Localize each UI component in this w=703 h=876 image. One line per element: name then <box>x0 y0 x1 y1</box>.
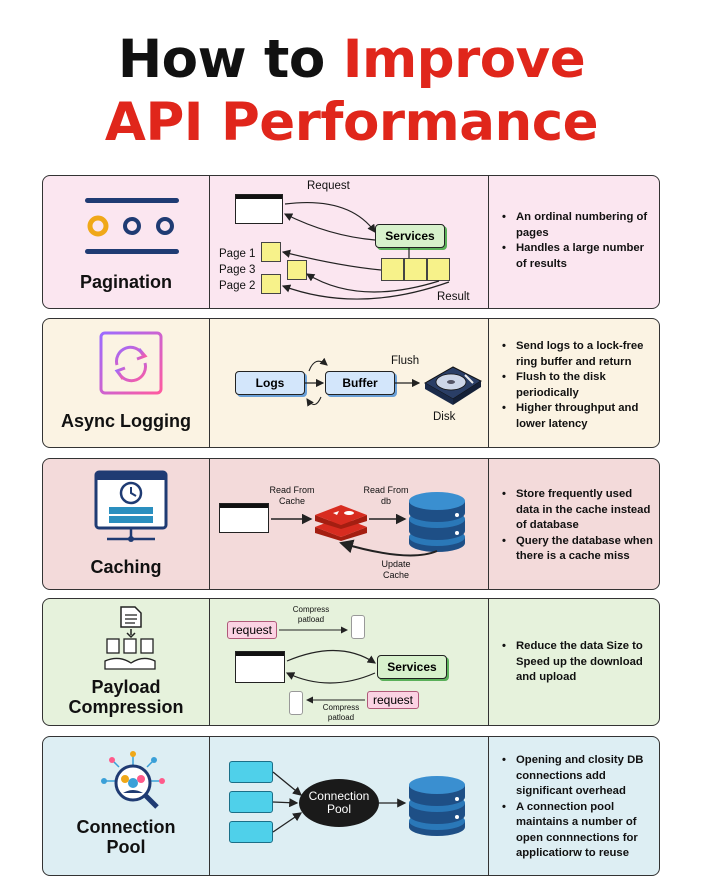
client-window <box>235 651 285 683</box>
pagination-row: Pagination Request Services Page 1 Page … <box>42 175 660 309</box>
compression-arrows <box>279 626 376 704</box>
buffer-box: Buffer <box>325 371 395 395</box>
pool-diagram: Connection Pool <box>209 737 489 875</box>
bullet: Higher throughput and lower latency <box>502 401 653 432</box>
result-label: Result <box>437 291 470 303</box>
phone-icon-bottom <box>289 691 303 715</box>
pool-arrows <box>272 771 407 833</box>
bullet: An ordinal numbering of pages <box>502 210 653 241</box>
redis-cache-icon <box>313 497 369 541</box>
database-icon <box>407 487 467 553</box>
async-icon-cell: Async Logging <box>43 319 210 447</box>
bullet: Query the database when there is a cache… <box>502 534 653 565</box>
caching-icon-cell: Caching <box>43 459 210 589</box>
compress-label-bottom: Compress patload <box>322 703 360 722</box>
pool-name-line2: Pool <box>106 837 146 857</box>
page1-square <box>261 242 281 262</box>
bullet: Flush to the disk periodically <box>502 370 653 401</box>
async-arrows <box>305 357 421 407</box>
caching-arrows <box>271 513 438 557</box>
pool-icon-cell: Connection Pool <box>43 737 210 875</box>
request-label: Request <box>307 180 350 192</box>
disk-label: Disk <box>433 411 456 423</box>
page-title-line2: API Performance <box>104 92 599 153</box>
compression-icon-cell: Payload Compression <box>43 599 210 725</box>
title-improve: Improve <box>342 29 586 90</box>
bullet: Store frequently used data in the cache … <box>502 487 653 534</box>
pagination-arrows <box>281 201 450 300</box>
bullet: Send logs to a lock-free ring buffer and… <box>502 339 653 370</box>
client-block-2 <box>229 791 273 813</box>
compression-name-line1: Payload <box>91 677 161 697</box>
bullet: Opening and closity DB connections add s… <box>502 753 653 800</box>
update-cache-label: Update Cache <box>381 559 411 580</box>
file-compress-icon <box>101 605 159 673</box>
request-tag-top: request <box>227 621 277 639</box>
page3-label: Page 3 <box>219 264 256 276</box>
async-diagram: Logs Buffer Flush Disk <box>209 319 489 447</box>
async-notes: Send logs to a lock-free ring buffer and… <box>488 319 659 447</box>
page1-label: Page 1 <box>219 248 256 260</box>
bullet: Reduce the data Size to Speed up the dow… <box>502 639 653 686</box>
caching-name: Caching <box>90 557 162 577</box>
server-clock-icon <box>93 469 169 545</box>
database-icon <box>407 771 467 837</box>
page2-label: Page 2 <box>219 280 256 292</box>
pool-name-line1: Connection <box>76 817 176 837</box>
async-logging-row: Async Logging Logs Buffer Flush Disk S <box>42 318 660 448</box>
client-block-1 <box>229 761 273 783</box>
pagination-icon-cell: Pagination <box>43 176 210 308</box>
pagination-dots-icon <box>83 196 183 256</box>
pool-label: Connection Pool <box>308 789 370 816</box>
read-cache-label: Read From Cache <box>269 485 315 506</box>
compress-label-top: Compress patload <box>292 605 330 624</box>
services-box: Services <box>377 655 447 679</box>
compression-notes: Reduce the data Size to Speed up the dow… <box>488 599 659 725</box>
request-tag-bottom: request <box>367 691 419 709</box>
page-square <box>287 260 307 280</box>
bullet: A connection pool maintains a number of … <box>502 800 653 862</box>
compression-diagram: request Compress patload Services reques… <box>209 599 489 725</box>
pool-notes: Opening and closity DB connections add s… <box>488 737 659 875</box>
page2-square <box>261 274 281 294</box>
pagination-notes: An ordinal numbering of pages Handles a … <box>488 176 659 308</box>
async-name: Async Logging <box>61 411 191 431</box>
connection-pool-ellipse <box>299 779 379 827</box>
phone-icon-top <box>351 615 365 639</box>
read-db-label: Read From db <box>363 485 409 506</box>
result-square-3 <box>427 258 450 281</box>
compression-row: Payload Compression request Compress pat… <box>42 598 660 726</box>
client-window <box>219 503 269 533</box>
pagination-diagram: Request Services Page 1 Page 3 Page 2 Re… <box>209 176 489 308</box>
caching-notes: Store frequently used data in the cache … <box>488 459 659 589</box>
pagination-name: Pagination <box>79 272 172 292</box>
client-window <box>235 194 283 224</box>
network-people-icon <box>101 751 165 813</box>
compression-name-line2: Compression <box>68 697 184 717</box>
connection-pool-row: Connection Pool Connection Pool <box>42 736 660 876</box>
disk-icon <box>421 361 483 407</box>
result-square-1 <box>381 258 404 281</box>
flush-label: Flush <box>391 355 420 367</box>
title-how-to: How to <box>117 29 325 90</box>
result-square-2 <box>404 258 427 281</box>
services-box: Services <box>375 224 445 248</box>
client-block-3 <box>229 821 273 843</box>
caching-diagram: Read From Cache Read From db Update Cach… <box>209 459 489 589</box>
logs-box: Logs <box>235 371 305 395</box>
caching-row: Caching Read From Cache Read From db Upd… <box>42 458 660 590</box>
page-title-line1: How to Improve <box>0 30 703 90</box>
sync-arrows-icon <box>99 331 163 395</box>
bullet: Handles a large number of results <box>502 241 653 272</box>
